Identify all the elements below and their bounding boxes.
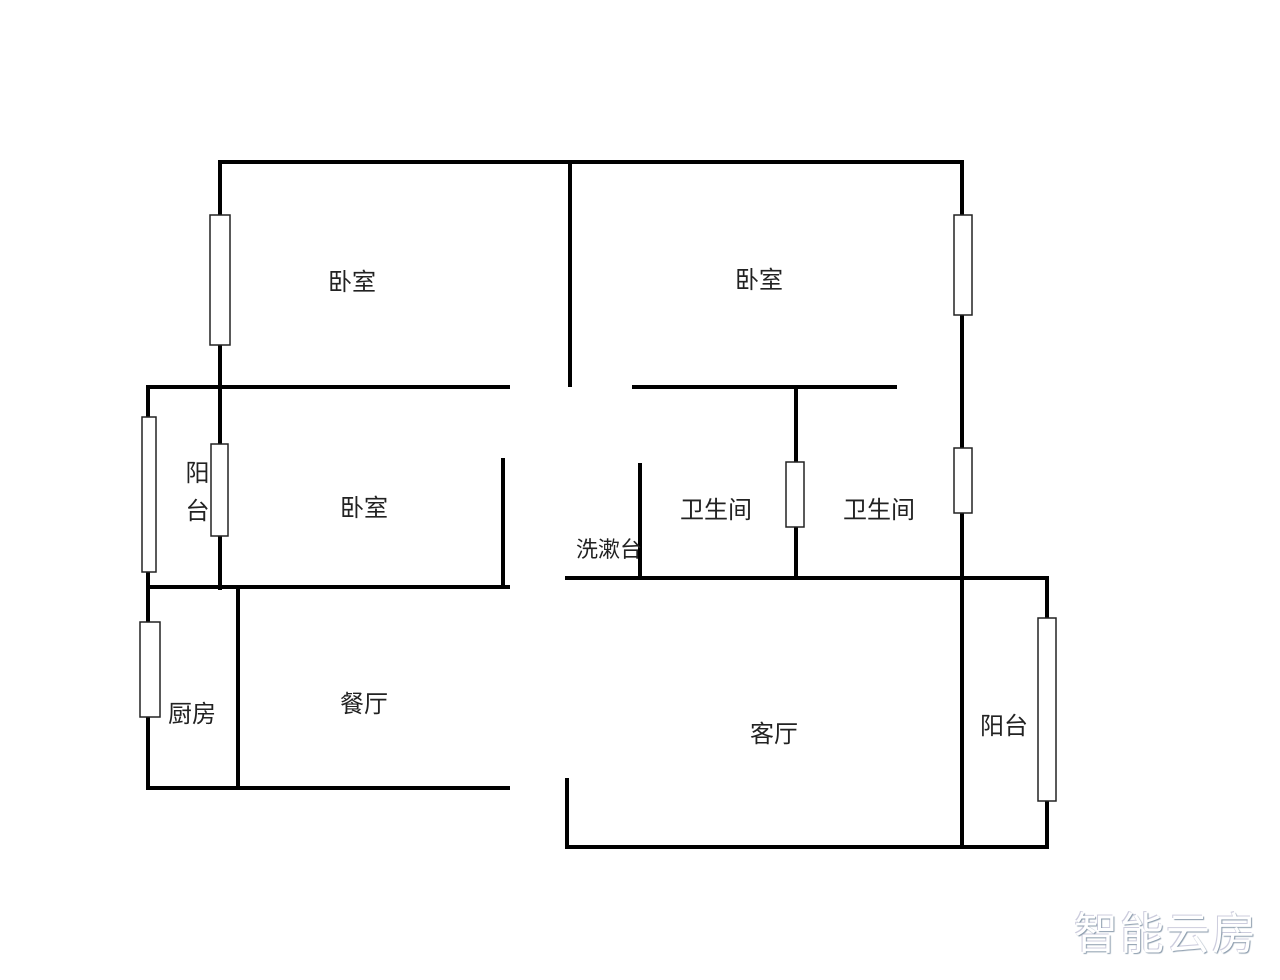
room-label-bedroom-middle: 卧室 (340, 494, 388, 522)
windows (139, 214, 1057, 802)
room-label-bedroom-top-left: 卧室 (328, 268, 376, 296)
room-label-dining: 餐厅 (340, 690, 388, 718)
watermark: 智能云房 (1074, 909, 1258, 960)
room-label-bedroom-top-right: 卧室 (735, 266, 783, 294)
room-label-balcony-right: 阳台 (980, 712, 1028, 740)
room-label-balcony-left: 阳台 (181, 460, 209, 536)
room-label-washstand: 洗漱台 (576, 538, 643, 563)
room-label-bathroom-2: 卫生间 (843, 496, 915, 524)
room-label-living-room: 客厅 (750, 720, 798, 748)
room-label-kitchen: 厨房 (168, 700, 216, 728)
room-label-bathroom-1: 卫生间 (680, 496, 752, 524)
